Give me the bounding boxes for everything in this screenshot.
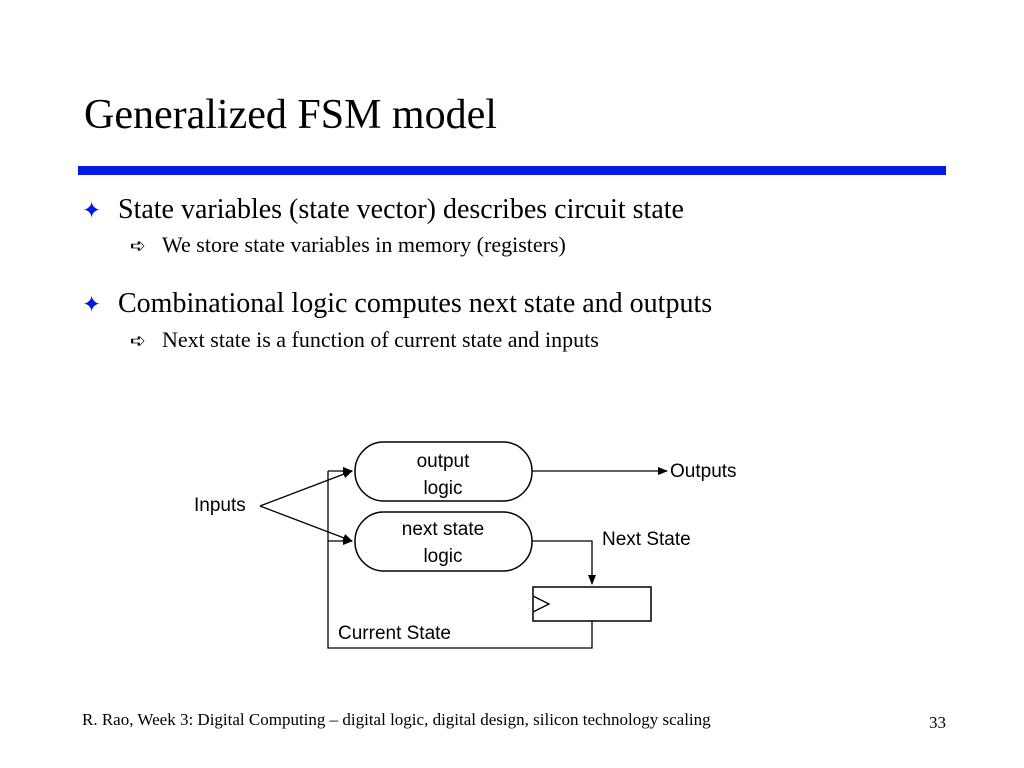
state-register	[532, 586, 652, 622]
bullet-2-text: Combinational logic computes next state …	[118, 288, 713, 319]
next-state-label: Next State	[602, 529, 691, 550]
bullet-1-text: State variables (state vector) describes…	[118, 194, 684, 225]
inputs-label: Inputs	[194, 495, 246, 516]
next-state-logic-line1: next state	[402, 519, 484, 540]
four-point-star-icon: ✦	[82, 292, 102, 317]
sub-bullet-2: ➪ Next state is a function of current sta…	[130, 327, 599, 352]
bullet-2: ✦ Combinational logic computes next state…	[82, 290, 712, 318]
sub-bullet-1: ➪ We store state variables in memory (reg…	[130, 232, 566, 257]
current-state-feedback-line	[327, 471, 593, 649]
output-logic-line2: logic	[423, 478, 462, 499]
footer-text: R. Rao, Week 3: Digital Computing – digi…	[82, 710, 711, 729]
output-logic-line1: output	[417, 451, 471, 472]
page-number: 33	[929, 713, 946, 732]
arrow-right-icon: ➪	[130, 331, 146, 352]
bullet-1: ✦ State variables (state vector) describe…	[82, 196, 684, 224]
next-state-arrow	[532, 540, 596, 585]
four-point-star-icon: ✦	[82, 198, 102, 223]
input-to-output-arrow	[259, 470, 353, 507]
next-state-logic-line2: logic	[423, 546, 462, 567]
clock-triangle	[532, 595, 551, 613]
slide-title: Generalized FSM model	[84, 92, 497, 138]
title-rule	[78, 166, 946, 175]
outputs-label: Outputs	[670, 461, 737, 482]
sub-bullet-1-text: We store state variables in memory (regi…	[162, 232, 566, 257]
current-state-label: Current State	[338, 623, 451, 644]
input-to-next-state-arrow	[259, 505, 353, 542]
sub-bullet-2-text: Next state is a function of current stat…	[162, 327, 599, 352]
arrow-right-icon: ➪	[130, 236, 146, 257]
